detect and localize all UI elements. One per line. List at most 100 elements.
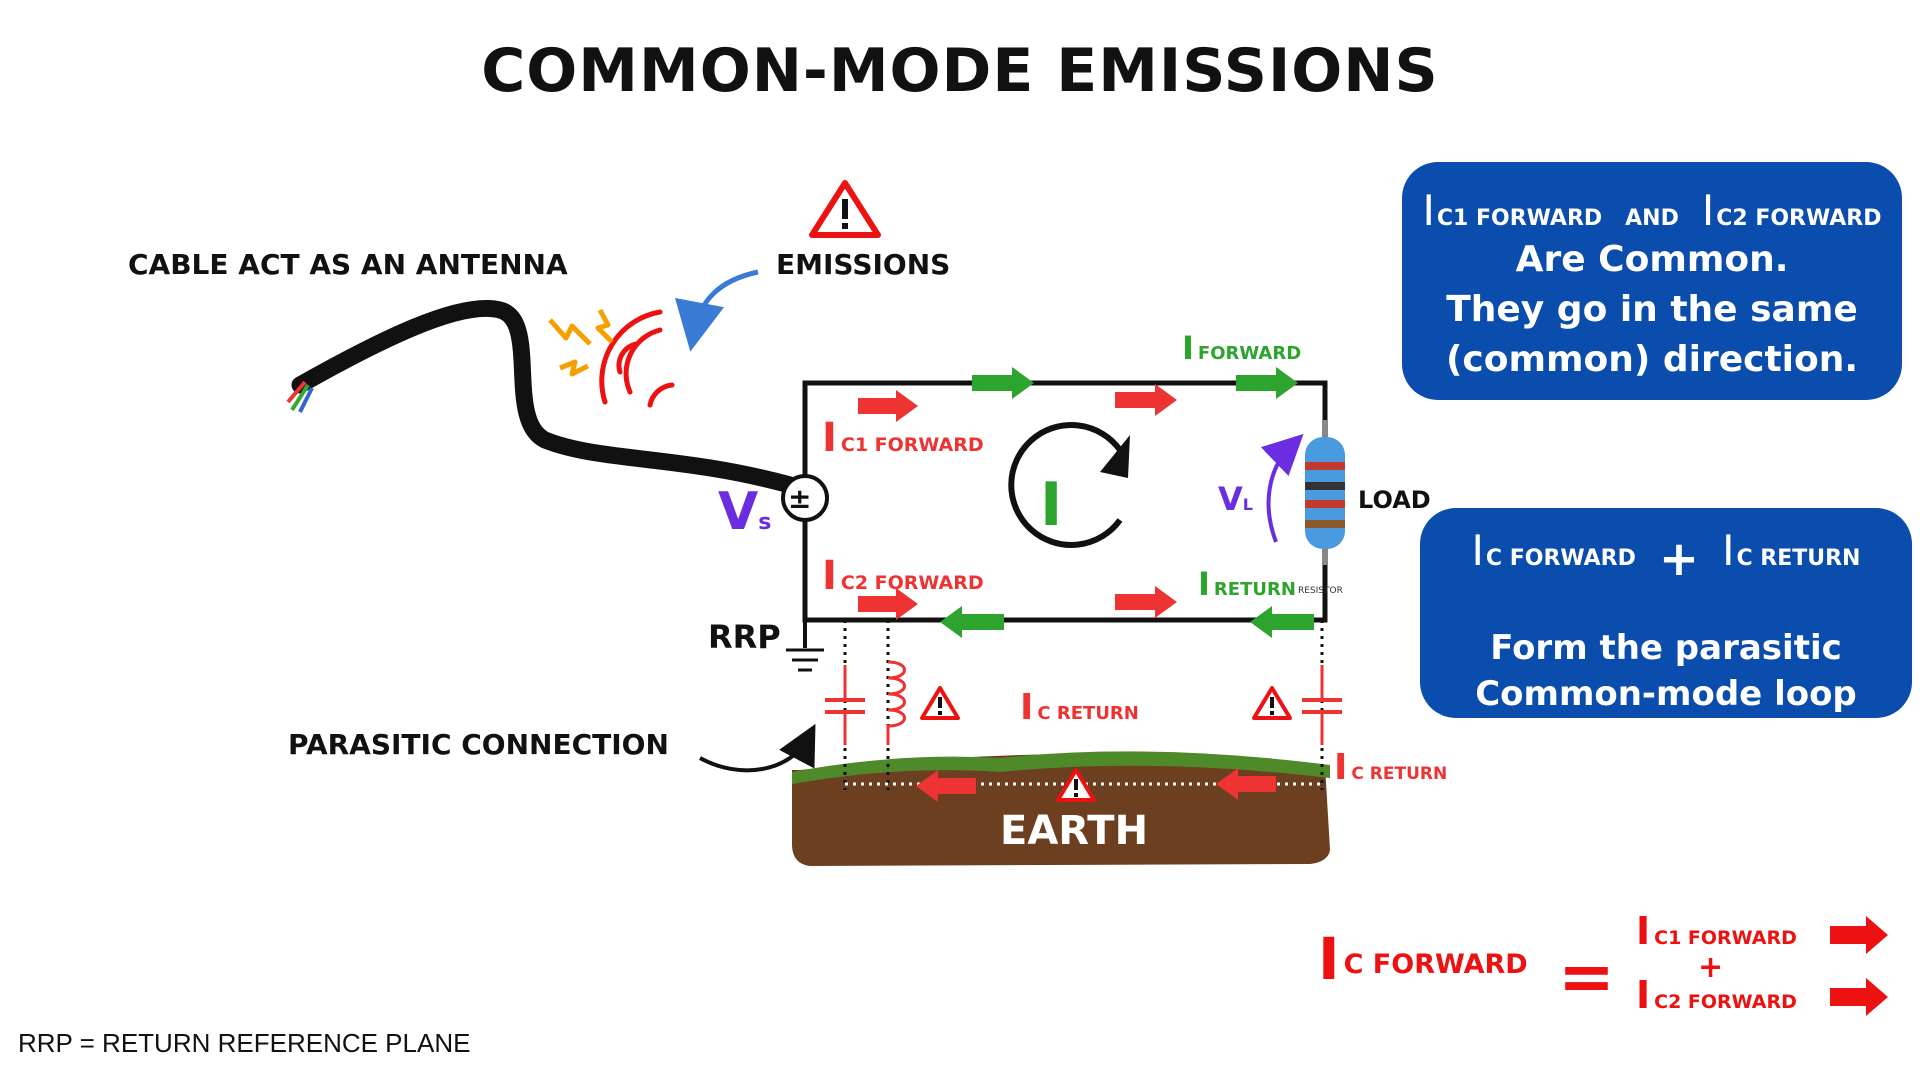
current-symbol: I bbox=[822, 415, 837, 461]
current-symbol: I bbox=[1318, 925, 1340, 993]
loop-rotation-arrowhead bbox=[1100, 435, 1130, 478]
vs-label-sub: s bbox=[758, 510, 772, 535]
emission-wave-3 bbox=[599, 309, 663, 405]
arrow-left-green bbox=[940, 606, 1004, 638]
arrow-left-red bbox=[1216, 768, 1276, 800]
cable-wire-red bbox=[286, 380, 307, 404]
current-symbol: I bbox=[1020, 687, 1034, 728]
current-symbol: I bbox=[822, 553, 837, 599]
equation-ic-forward-subscript: C FORWARD bbox=[1343, 949, 1528, 980]
resistor-label: RESISTOR bbox=[1298, 586, 1343, 596]
info-box-loop-line1: Form the parasitic bbox=[1490, 628, 1842, 668]
ic1-forward-subscript: C1 FORWARD bbox=[1436, 206, 1603, 231]
cable-antenna-label: CABLE ACT AS AN ANTENNA bbox=[128, 248, 568, 281]
info-box-loop-header: IC FORWARD + IC RETURN bbox=[1420, 526, 1912, 587]
warning-icon bbox=[920, 686, 960, 720]
current-symbol: I bbox=[1422, 186, 1435, 235]
vl-label-main: V bbox=[1218, 480, 1243, 518]
cable-wire-blue bbox=[298, 387, 314, 413]
ic-return-subscript: C RETURN bbox=[1037, 703, 1139, 724]
ic1-forward-subscript: C1 FORWARD bbox=[1654, 927, 1797, 949]
plus-sign: + bbox=[1658, 531, 1700, 587]
emission-wave-2 bbox=[623, 327, 663, 395]
parasitic-connection-label: PARASITIC CONNECTION bbox=[288, 728, 669, 761]
spark-icon bbox=[559, 359, 590, 377]
info-box-loop-line2: Common-mode loop bbox=[1475, 674, 1857, 714]
ic2-forward-subscript: C2 FORWARD bbox=[840, 572, 984, 594]
current-symbol: I bbox=[1636, 909, 1651, 953]
emissions-label: EMISSIONS bbox=[776, 248, 951, 281]
source-symbol: ± bbox=[788, 482, 812, 515]
ground-icon bbox=[786, 620, 824, 672]
load-label: LOAD bbox=[1358, 486, 1431, 514]
ic1-forward-subscript: C1 FORWARD bbox=[840, 434, 984, 456]
arrow-right-green bbox=[972, 367, 1034, 399]
ireturn-subscript: RETURN bbox=[1213, 579, 1296, 600]
footnote: RRP = RETURN REFERENCE PLANE bbox=[18, 1028, 471, 1058]
parasitic-pointer-arrow bbox=[699, 723, 816, 773]
arrow-right-red bbox=[858, 390, 918, 422]
arrow-right-red bbox=[1830, 916, 1888, 954]
current-symbol: I bbox=[1471, 526, 1484, 575]
parasitic-capacitor-right bbox=[1302, 665, 1342, 745]
info-box-common-header: IC1 FORWARD AND IC2 FORWARD bbox=[1402, 186, 1902, 235]
warning-icon bbox=[1056, 768, 1096, 802]
vl-label-sub: L bbox=[1242, 495, 1253, 514]
ic-return-subscript: C RETURN bbox=[1736, 546, 1861, 571]
equation-equals: = bbox=[1558, 938, 1615, 1017]
grass bbox=[792, 751, 1330, 784]
emission-wave-1 bbox=[616, 341, 639, 375]
resistor-icon bbox=[1305, 420, 1345, 565]
current-symbol: I bbox=[1701, 186, 1715, 235]
iforward-subscript: FORWARD bbox=[1197, 343, 1302, 364]
emission-pointer-arrow bbox=[674, 269, 759, 352]
arrow-right-red bbox=[1115, 384, 1177, 416]
earth-label: EARTH bbox=[1000, 808, 1149, 854]
arrow-right-red bbox=[1115, 586, 1177, 618]
vs-label-main: V bbox=[718, 482, 759, 542]
info-box-common-line2: They go in the same bbox=[1446, 289, 1858, 330]
arrow-left-green bbox=[1250, 606, 1314, 638]
ic2-forward-subscript: C2 FORWARD bbox=[1654, 991, 1797, 1013]
loop-current-label: I bbox=[1040, 470, 1063, 540]
warning-icon bbox=[809, 180, 881, 238]
parasitic-capacitor-left bbox=[825, 665, 865, 745]
arrow-right-green bbox=[1236, 367, 1298, 399]
vl-label: VL bbox=[1218, 480, 1253, 518]
current-symbol: I bbox=[1334, 747, 1348, 788]
current-symbol: I bbox=[1182, 329, 1194, 367]
and-text: AND bbox=[1625, 206, 1679, 231]
arrow-right-red bbox=[1830, 978, 1888, 1016]
info-box-common-line3: (common) direction. bbox=[1445, 339, 1859, 380]
current-symbol: I bbox=[1636, 973, 1651, 1017]
vl-arrow bbox=[1260, 433, 1304, 543]
ic-forward-subscript: C FORWARD bbox=[1485, 546, 1636, 571]
current-symbol: I bbox=[1722, 526, 1735, 575]
loop-rotation-arrow bbox=[1008, 422, 1123, 548]
equation-plus: + bbox=[1698, 950, 1724, 985]
spark-icon bbox=[548, 318, 592, 346]
info-box-common: IC1 FORWARD AND IC2 FORWARD Are Common. … bbox=[1402, 162, 1902, 400]
arrow-right-red bbox=[858, 588, 918, 620]
vs-label: Vs bbox=[718, 482, 771, 542]
cable-wire bbox=[291, 300, 824, 507]
page-title: COMMON-MODE EMISSIONS bbox=[481, 36, 1439, 106]
cable-wire-green bbox=[290, 383, 310, 412]
info-box-common-line1: Are Common. bbox=[1515, 239, 1789, 280]
ic-return-subscript: C RETURN bbox=[1351, 764, 1448, 784]
spark-icon bbox=[595, 308, 614, 344]
arrow-left-red bbox=[916, 770, 976, 802]
parasitic-inductor bbox=[886, 660, 906, 745]
voltage-source bbox=[781, 474, 829, 522]
emission-wave-4 bbox=[647, 382, 675, 408]
warning-icon bbox=[1252, 686, 1292, 720]
